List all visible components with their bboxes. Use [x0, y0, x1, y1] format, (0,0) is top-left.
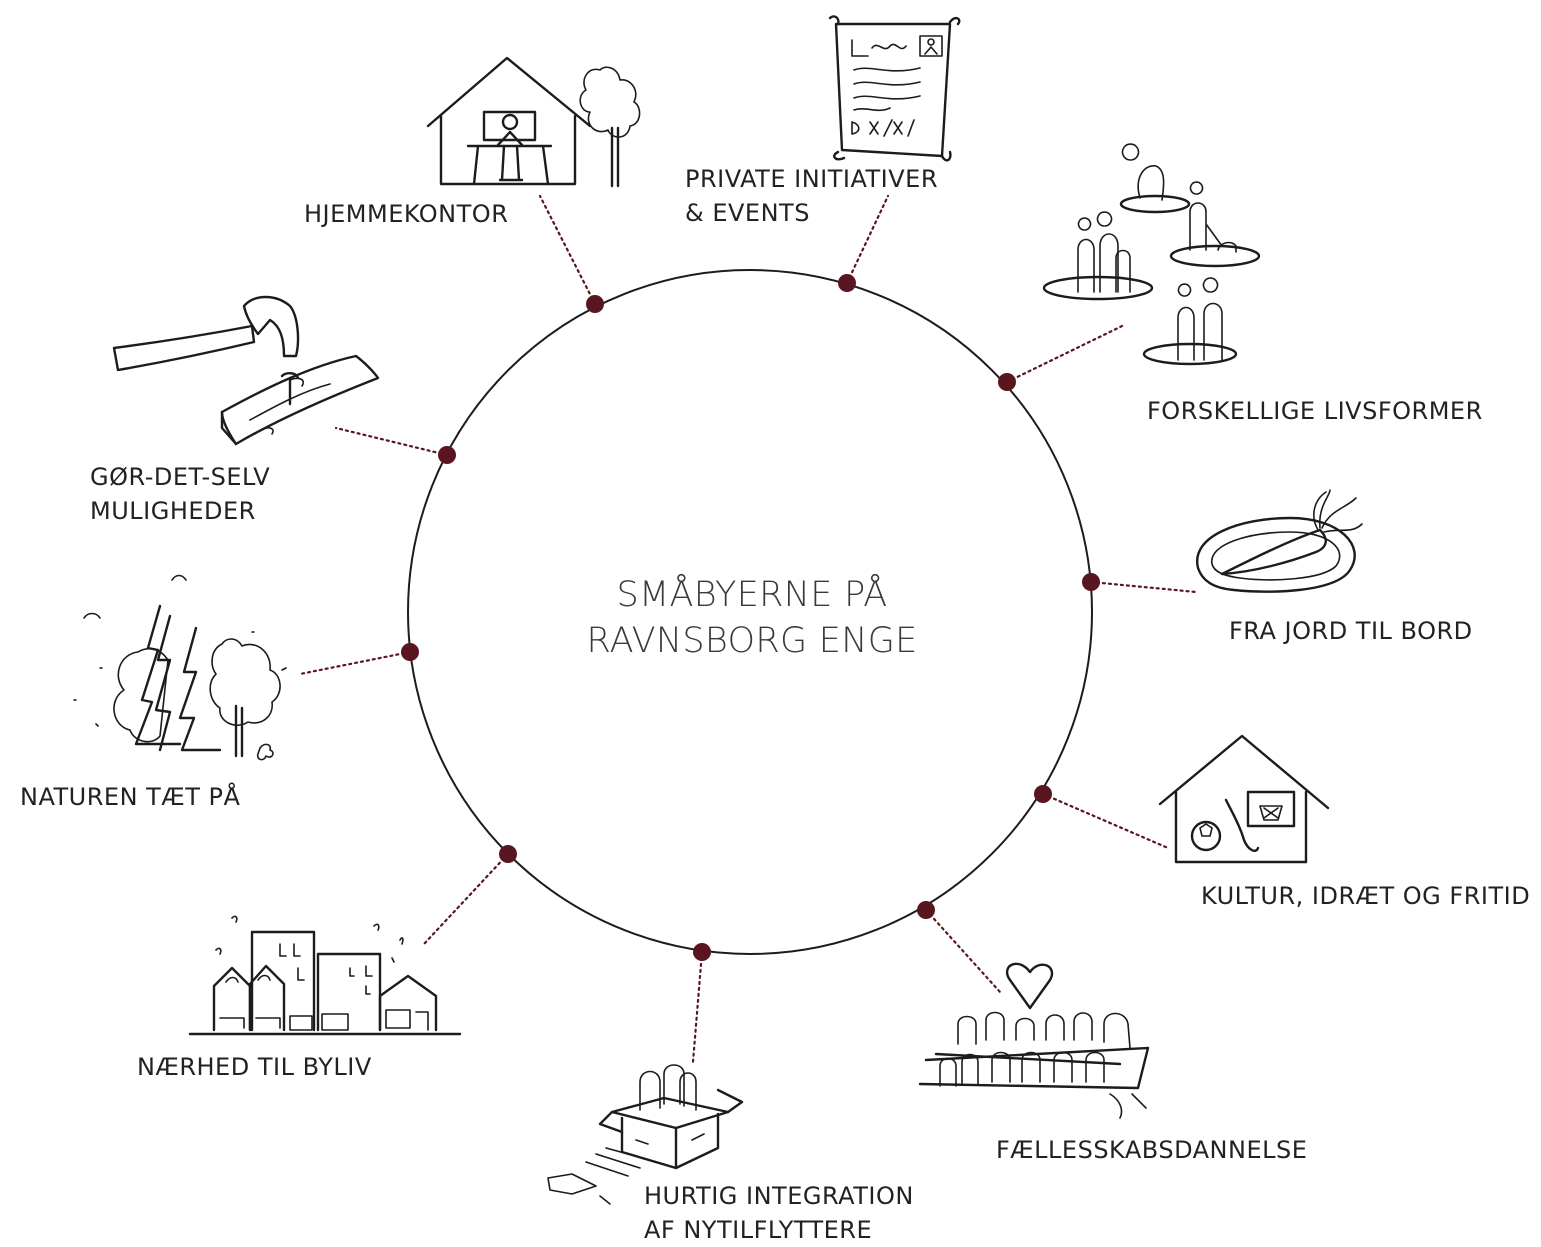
home-office-icon [426, 56, 641, 188]
node-label-byliv: NÆRHED TIL BYLIV [137, 1050, 372, 1084]
node-label-line: PRIVATE INITIATIVER [685, 165, 939, 193]
center-title-line2: RAVNSBORG ENGE [586, 621, 918, 661]
connector-layer [298, 194, 1198, 1064]
node-label-line: & EVENTS [685, 199, 810, 227]
node-label-line: FRA JORD TIL BORD [1229, 617, 1473, 645]
node-label-line: MULIGHEDER [90, 497, 256, 525]
connector-natur [298, 650, 412, 676]
node-label-line: NÆRHED TIL BYLIV [137, 1053, 372, 1081]
carrot-plate-icon [1195, 489, 1363, 593]
node-label-line: AF NYTILFLYTTERE [644, 1216, 873, 1244]
node-label-line: KULTUR, IDRÆT OG FRITID [1201, 882, 1531, 910]
document-icon [828, 15, 961, 162]
moving-box-icon [547, 1064, 744, 1205]
connector-faelles [924, 908, 1002, 994]
node-label-integration: HURTIG INTEGRATION AF NYTILFLYTTERE [644, 1179, 914, 1247]
connector-livsformer [1005, 324, 1124, 384]
node-dot-private [838, 274, 856, 292]
node-label-line: HURTIG INTEGRATION [644, 1182, 914, 1210]
forest-icon [73, 574, 287, 761]
sports-hall-icon [1158, 734, 1330, 864]
node-dot-hjemmekontor [586, 295, 604, 313]
people-groups-icon [1042, 143, 1261, 366]
node-label-line: FÆLLESSKABSDANNELSE [996, 1136, 1308, 1164]
node-label-line: HJEMMEKONTOR [304, 200, 509, 228]
main-circle [407, 269, 1093, 955]
node-dot-kultur [1034, 785, 1052, 803]
center-title: SMÅBYERNE PÅ RAVNSBORG ENGE [552, 572, 952, 664]
connector-integration [691, 950, 704, 1064]
connector-gordetselv [334, 426, 449, 457]
node-dot-faelles [917, 901, 935, 919]
connector-jord [1089, 580, 1198, 594]
node-label-faelles: FÆLLESSKABSDANNELSE [996, 1133, 1307, 1167]
connector-hjemmekontor [538, 194, 597, 306]
node-dot-jord [1082, 573, 1100, 591]
node-label-private: PRIVATE INITIATIVER & EVENTS [685, 162, 938, 230]
node-dot-integration [693, 943, 711, 961]
node-label-jord: FRA JORD TIL BORD [1229, 614, 1473, 648]
town-buildings-icon [188, 915, 462, 1036]
center-title-line1: SMÅBYERNE PÅ [616, 575, 888, 615]
hammer-plank-icon [112, 295, 380, 446]
connector-private [845, 194, 890, 285]
node-dot-gordetselv [438, 446, 456, 464]
node-label-line: NATUREN TÆT PÅ [20, 783, 241, 811]
node-label-line: GØR-DET-SELV [90, 463, 271, 491]
connector-byliv [422, 852, 510, 946]
connector-kultur [1041, 792, 1170, 850]
node-label-hjemmekontor: HJEMMEKONTOR [304, 197, 508, 231]
community-table-icon [918, 962, 1150, 1119]
node-label-livsformer: FORSKELLIGE LIVSFORMER [1147, 394, 1483, 428]
node-dot-layer [401, 274, 1100, 961]
node-dot-byliv [499, 845, 517, 863]
node-label-kultur: KULTUR, IDRÆT OG FRITID [1201, 879, 1530, 913]
node-label-gordetselv: GØR-DET-SELV MULIGHEDER [90, 460, 270, 528]
node-label-natur: NATUREN TÆT PÅ [20, 780, 240, 814]
node-dot-livsformer [998, 373, 1016, 391]
node-label-line: FORSKELLIGE LIVSFORMER [1147, 397, 1483, 425]
node-dot-natur [401, 643, 419, 661]
